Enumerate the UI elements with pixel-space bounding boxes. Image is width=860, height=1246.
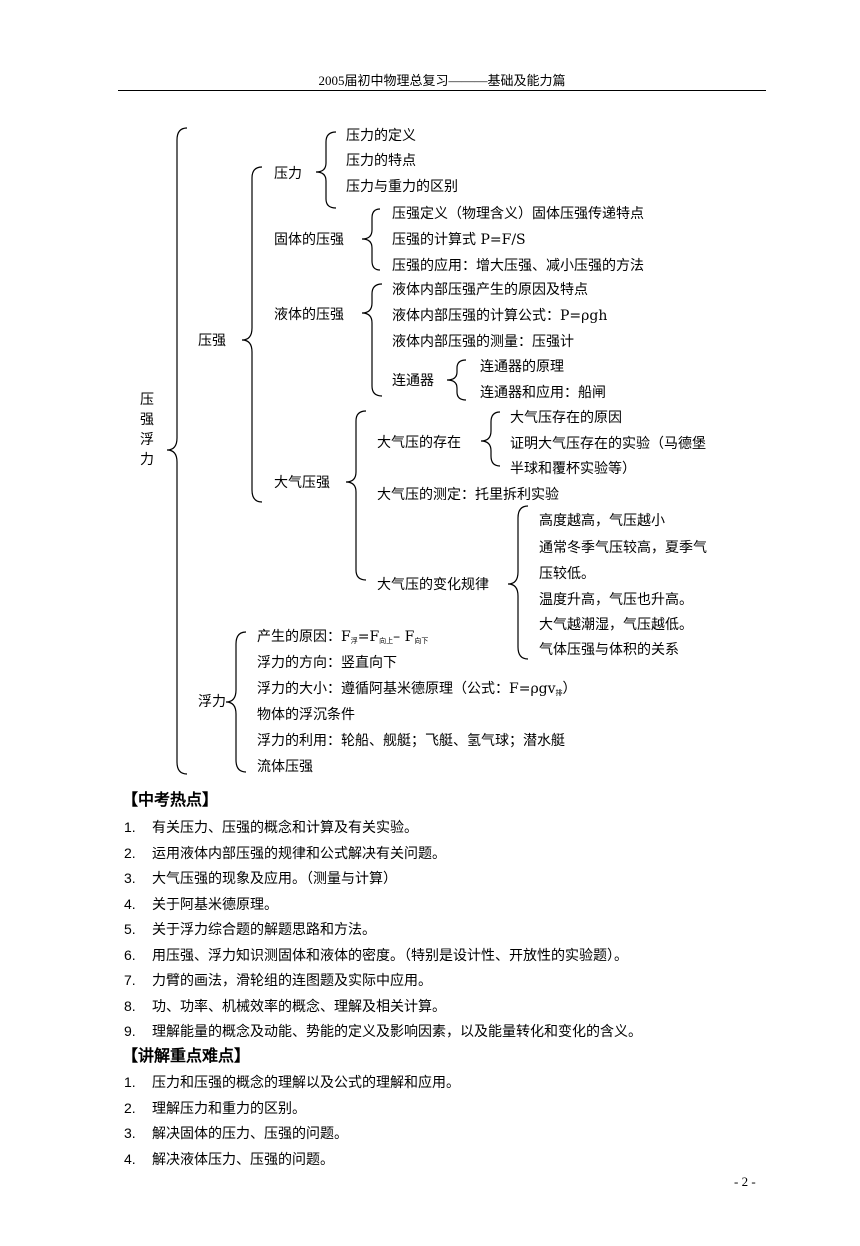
list-item: 4.关于阿基米德原理。 [124,896,278,913]
node-atm: 大气压强 [274,475,330,491]
change-item: 气体压强与体积的关系 [539,642,679,658]
solid-item: 压强的应用：增大压强、减小压强的方法 [392,258,644,274]
bracket-solid [361,208,381,271]
list-item: 4.解决液体压力、压强的问题。 [124,1151,334,1168]
page-header: 2005届初中物理总复习———基础及能力篇 [318,73,566,88]
list-item: 2.理解压力和重力的区别。 [124,1100,306,1117]
list-item: 5.关于浮力综合题的解题思路和方法。 [124,921,376,938]
change-item: 温度升高，气压也升高。 [539,592,693,608]
node-force: 压力 [274,166,302,182]
liquid-item: 液体内部压强的测量：压强计 [392,334,574,350]
list-item: 3.大气压强的现象及应用。（测量与计算） [124,870,397,887]
connector-item: 连通器和应用：船闸 [480,385,606,401]
change-item: 压较低。 [539,566,595,582]
bracket-liquid [361,283,383,397]
buoyancy-direction: 浮力的方向：竖直向下 [257,655,397,671]
list-item: 2.运用液体内部压强的规律和公式解决有关问题。 [124,845,446,862]
list-item: 7.力臂的画法，滑轮组的连图题及实际中应用。 [124,972,432,989]
change-item: 通常冬季气压较高，夏季气 [539,540,707,556]
force-item: 压力的定义 [346,128,416,144]
change-item: 高度越高，气压越小 [539,513,665,529]
connector-item: 连通器的原理 [480,359,564,375]
bracket-root [166,127,188,775]
bracket-atm [345,410,367,581]
list-item: 6.用压强、浮力知识测固体和液体的密度。（特别是设计性、开放性的实验题）。 [124,947,628,964]
buoyancy-condition: 物体的浮沉条件 [257,707,355,723]
list-item: 3.解决固体的压力、压强的问题。 [124,1125,348,1142]
bracket-force [315,131,337,209]
solid-item: 压强的计算式 P=F/S [392,232,526,248]
node-connector: 连通器 [392,373,434,389]
liquid-item: 液体内部压强的计算公式：P=ρgh [392,308,608,324]
bracket-pressure [241,166,263,503]
node-atm-exist: 大气压的存在 [377,435,461,451]
root-label: 压 强 浮 力 [140,392,154,468]
hot-title: 【中考热点】 [122,790,219,809]
list-item: 8.功、功率、机械效率的概念、理解及相关计算。 [124,998,446,1015]
force-item: 压力的特点 [346,153,416,169]
node-atm-change: 大气压的变化规律 [377,577,489,593]
exist-item: 大气压存在的原因 [510,410,622,426]
node-solid: 固体的压强 [274,232,344,248]
force-item: 压力与重力的区别 [346,179,458,195]
node-pressure: 压强 [198,333,226,349]
node-buoyancy: 浮力 [198,694,226,710]
exist-item: 证明大气压存在的实验（马德堡 [510,436,706,452]
list-item: 1.有关压力、压强的概念和计算及有关实验。 [124,819,418,836]
list-item: 1.压力和压强的概念的理解以及公式的理解和应用。 [124,1074,460,1091]
page-number: - 2 - [734,1174,756,1189]
list-item: 9.理解能量的概念及动能、势能的定义及影响因素，以及能量转化和变化的含义。 [124,1023,642,1040]
atm-measure: 大气压的测定：托里拆利实验 [377,487,559,503]
solid-item: 压强定义（物理含义）固体压强传递特点 [392,206,644,222]
change-item: 大气越潮湿，气压越低。 [539,617,693,633]
bracket-buoyancy [225,631,247,773]
liquid-item: 液体内部压强产生的原因及特点 [392,282,588,298]
node-liquid: 液体的压强 [274,307,344,323]
buoyancy-use: 浮力的利用：轮船、舰艇；飞艇、氢气球；潜水艇 [257,733,565,749]
exist-item: 半球和覆杯实验等） [510,461,636,477]
bracket-exist [480,411,501,467]
bracket-change [507,505,529,660]
bracket-connector [446,359,467,401]
key-title: 【讲解重点难点】 [122,1046,251,1065]
header-rule [118,90,766,91]
fluid-pressure: 流体压强 [257,759,313,775]
buoyancy-size: 浮力的大小：遵循阿基米德原理（公式：F=ρgv排） [257,681,577,697]
buoyancy-cause: 产生的原因：F浮=F向上– F向下 [257,629,429,645]
